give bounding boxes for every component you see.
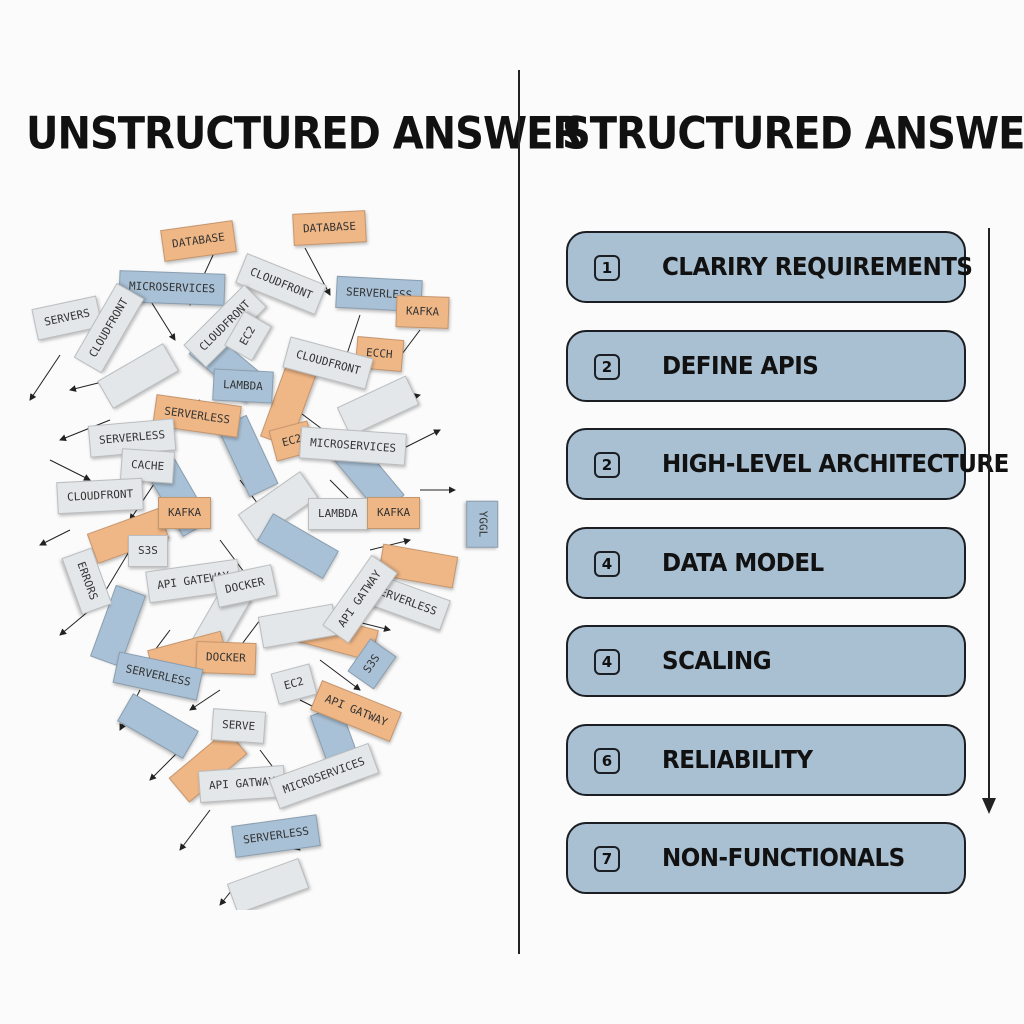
step-number-badge: 2 [594,354,620,380]
unstructured-title: UNSTRUCTURED ANSWER [26,108,583,160]
step-box: 7 NON-FUNCTIONALS [566,822,966,894]
step-number-badge: 1 [594,255,620,281]
step-label: HIGH-LEVEL ARCHITECTURE [662,450,1009,479]
step-box: 4 SCALING [566,625,966,697]
step-number-badge: 4 [594,649,620,675]
step-box: 6 RELIABILITY [566,724,966,796]
step-label: NON-FUNCTIONALS [662,844,905,873]
tangled-arrow [29,354,61,401]
pile-tag: LAMBDA [308,498,368,530]
pile-tag: DATABASE [292,210,367,246]
step-label: CLARIRY REQUIREMENTS [662,253,973,282]
pile-tag: SERVE [210,708,267,744]
tangled-arrow [399,429,441,451]
tangled-arrow [49,459,91,481]
tangled-arrow [189,689,221,711]
pile-tag: KAFKA [158,497,212,529]
pile-tag: KAFKA [367,497,421,529]
step-label: DATA MODEL [662,549,824,578]
column-divider [518,70,520,954]
pile-tag: CLOUDFRONT [56,477,145,515]
step-number-badge: 7 [594,846,620,872]
step-label: DEFINE APIS [662,352,819,381]
step-number-badge: 6 [594,748,620,774]
pile-tag: LAMBDA [212,368,274,404]
step-number-badge: 2 [594,452,620,478]
tangled-arrow [59,609,91,636]
flow-down-arrow [982,228,996,814]
step-box: 2 DEFINE APIS [566,330,966,402]
step-box: 2 HIGH-LEVEL ARCHITECTURE [566,428,1009,500]
tangled-arrow [149,299,176,341]
pile-tag: YGGL [466,500,499,548]
structured-title: STRUCTURED ANSWER [562,108,1024,160]
step-label: SCALING [662,647,772,676]
tangled-arrow [149,749,181,781]
pile-tag: DOCKER [195,640,257,676]
tangled-arrow [179,809,211,851]
step-box: 4 DATA MODEL [566,527,966,599]
pile-tag: KAFKA [395,295,450,329]
tangled-arrow [319,659,361,691]
tangled-arrow [59,419,111,442]
step-label: RELIABILITY [662,746,813,775]
tangled-arrow [39,529,71,546]
step-box: 1 CLARIRY REQUIREMENTS [566,231,973,303]
pile-tag: S3S [128,535,168,567]
step-number-badge: 4 [594,551,620,577]
